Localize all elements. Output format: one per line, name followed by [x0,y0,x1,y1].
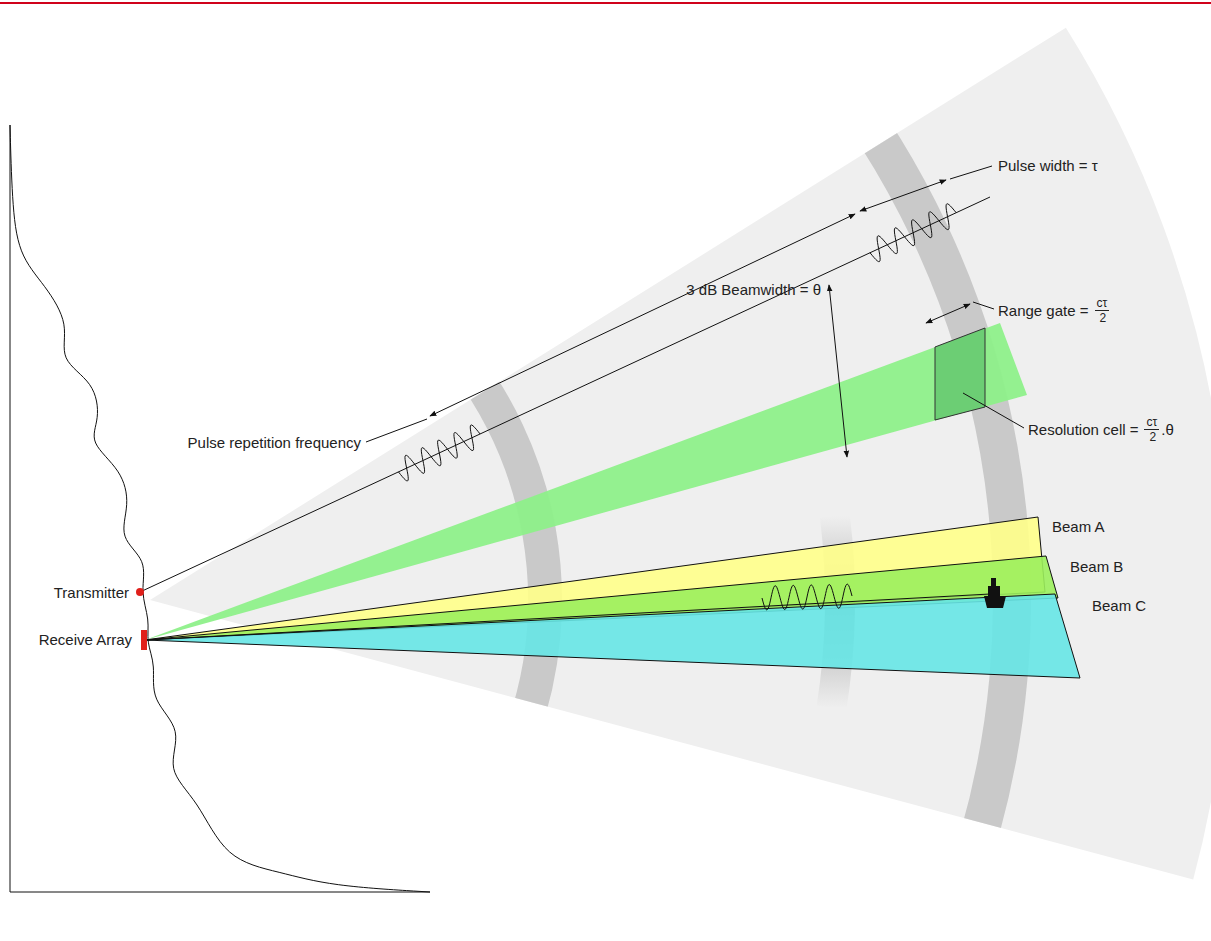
pulse-width-arrow [860,180,946,211]
pulse-line [140,197,990,592]
pulse-width-label: Pulse width = τ [998,157,1098,175]
axis-line [10,892,430,893]
leader-line [973,302,994,309]
range-gate-label: Range gate = [998,302,1089,320]
transmitter-label: Transmitter [54,584,129,602]
fraction-numerator: cτ [1144,416,1159,430]
receive-array-mark [141,630,147,650]
beam-label: Beam B [1070,558,1123,576]
ship-icon [984,578,1006,608]
beamwidth-label: 3 dB Beamwidth = θ [686,281,821,299]
pulse-wave [398,425,480,481]
top-rule [0,2,1211,4]
prf-label: Pulse repetition frequency [188,434,361,452]
transmitter-dot [136,588,144,596]
leader-line [366,419,427,442]
echo-line [145,594,990,640]
beam-label: Beam C [1092,597,1146,615]
echo-wave [762,584,852,610]
resolution-cell-label: Resolution cell = [1028,421,1138,439]
pulse-wave [870,204,956,262]
fraction-numerator: cτ [1095,297,1110,311]
leader-line [963,393,1024,428]
range-gate-arrow [926,304,970,323]
resolution-cell [935,328,985,420]
pulse-band [810,46,1012,895]
receive-array-label: Receive Array [39,631,132,649]
axis-line [10,125,11,892]
fraction-denominator: 2 [1095,312,1112,325]
beam-label: Beam A [1052,518,1105,536]
prf-arrow [430,214,855,416]
leader-line [950,166,992,179]
beamwidth-arrow [829,285,847,457]
receive-beam [145,594,1080,678]
symbol-label: .θ [1161,421,1174,439]
fraction-denominator: 2 [1144,431,1161,444]
